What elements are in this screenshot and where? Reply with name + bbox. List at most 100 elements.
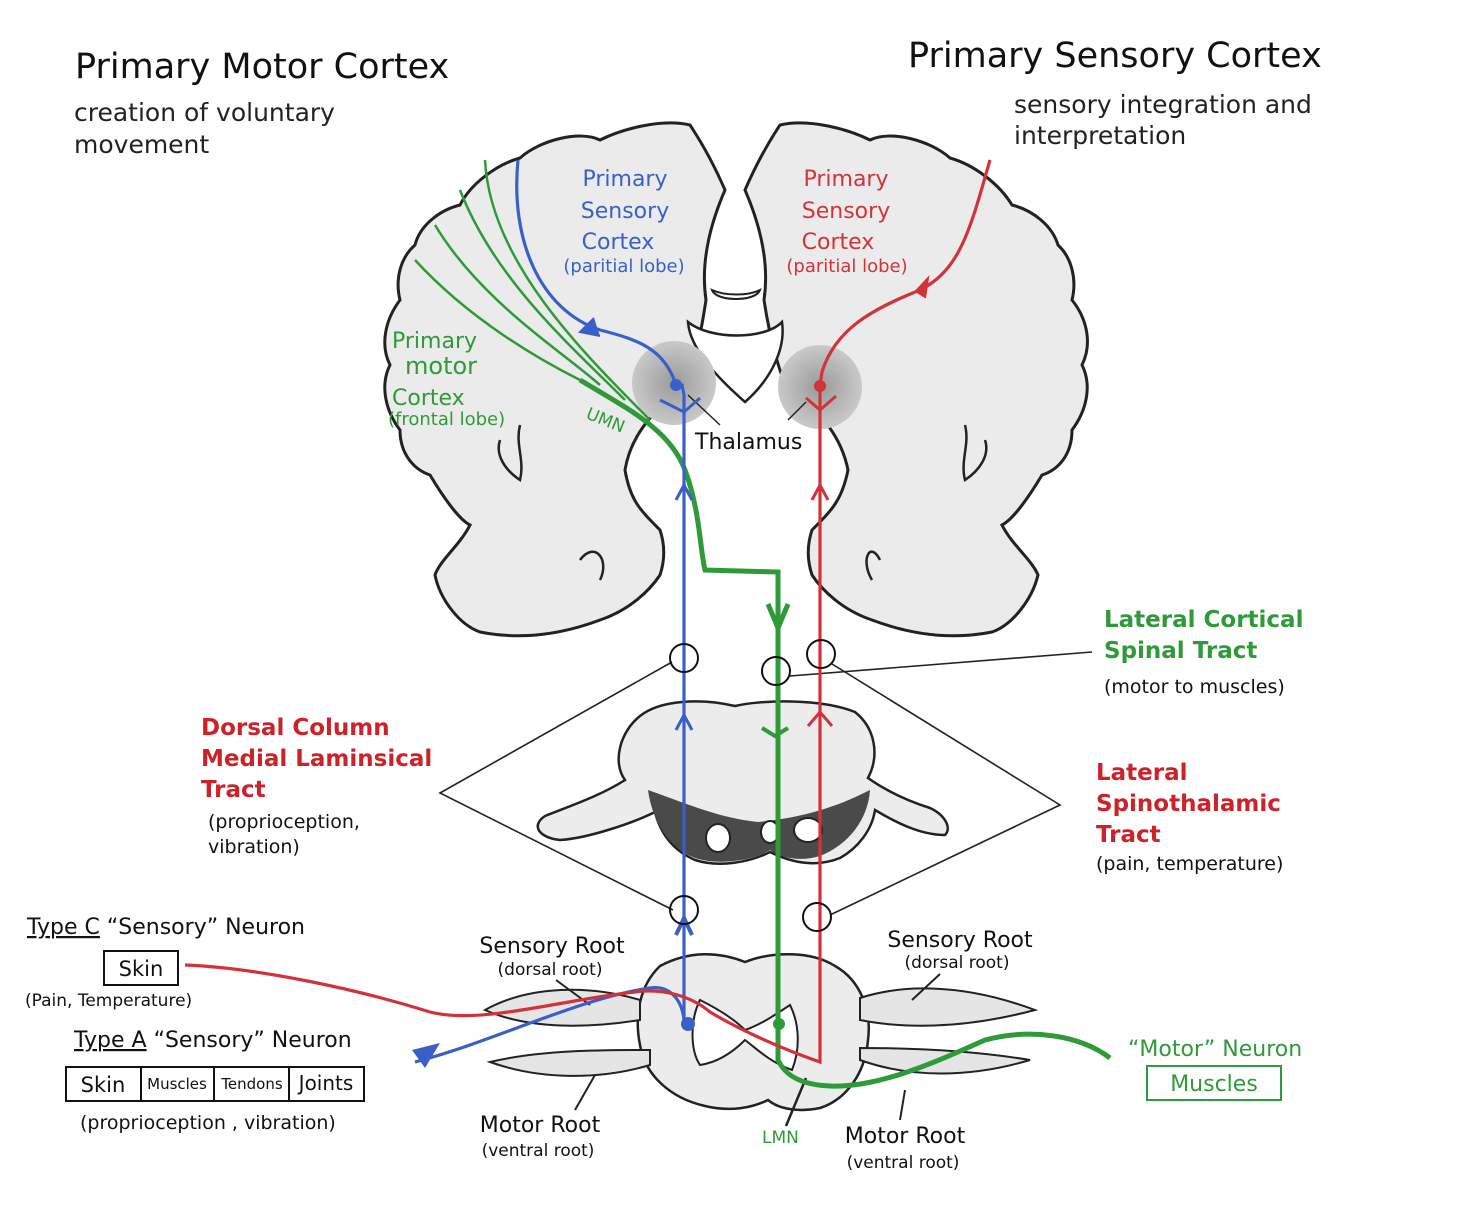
dcml-cord-synapse: [681, 1017, 695, 1031]
sensory-root-left-label: Sensory Root: [479, 934, 625, 959]
right-hemisphere: [743, 121, 1089, 638]
sensory-root-right-label: Sensory Root: [887, 928, 1033, 953]
lst-title-line2: Spinothalamic: [1096, 791, 1281, 817]
left-sensory-lobe: (paritial lobe): [563, 256, 684, 277]
type-c-description: (Pain, Temperature): [25, 991, 192, 1011]
motor-root-right-pointer: [899, 1089, 906, 1121]
left-subtitle-line2: movement: [74, 130, 209, 159]
type-a-heading: Type A “Sensory” Neuron: [73, 1028, 352, 1053]
lcst-marker-upper: [761, 656, 791, 686]
dcml-title-line3: Tract: [201, 777, 266, 803]
spinothalamic-thalamus-fork: [805, 394, 837, 412]
lst-marker-lower: [802, 902, 832, 932]
right-sensory-lobe: (paritial lobe): [786, 256, 907, 277]
lcst-arrow-1: [765, 603, 791, 635]
left-sensory-cortex-line1: Primary: [582, 167, 667, 192]
right-subtitle-line1: sensory integration and: [1014, 90, 1312, 119]
motor-root-left-label: Motor Root: [480, 1113, 601, 1138]
callout-left-diamond: [438, 661, 674, 911]
type-c-skin-label: Skin: [119, 957, 164, 981]
lcst-title-line1: Lateral Cortical: [1104, 607, 1303, 633]
dcml-arrow-cortex: [577, 317, 601, 337]
dcml-marker-upper: [669, 643, 699, 673]
spinothalamic-arrow-upper: [810, 481, 830, 501]
dcml-arrow-upper: [674, 481, 694, 501]
lcst-title-line2: Spinal Tract: [1104, 638, 1257, 664]
spinal-cord-cross-section: [536, 700, 949, 865]
dcml-description-line1: (proprioception,: [208, 811, 360, 833]
motor-neuron-legend: “Motor” Neuron Muscles: [1128, 1037, 1302, 1101]
dcml-arrow-entry: [412, 1043, 440, 1068]
lst-description: (pain, temperature): [1096, 853, 1283, 875]
thalamus-pointer-right: [787, 401, 807, 421]
sensory-root-right-pointer: [911, 973, 941, 1001]
left-subtitle-line1: creation of voluntary: [74, 98, 335, 127]
lateral-corticospinal-tract: [578, 377, 1112, 1089]
right-sulcus: [962, 424, 988, 483]
motor-cortex-line1: Primary: [392, 329, 477, 354]
type-a-suffix: “Sensory” Neuron: [147, 1028, 352, 1053]
right-dorsal-root-ganglion: [859, 987, 1039, 1027]
dcml-thalamus-synapse: [670, 379, 682, 391]
type-c-neuron: Type C “Sensory” Neuron Skin (Pain, Temp…: [25, 915, 305, 1011]
right-ventral-root: [859, 1046, 1031, 1075]
motor-fibre-4: [483, 159, 651, 421]
dcml-tract: [414, 159, 686, 1064]
thalamus-pointer-left: [687, 394, 721, 426]
motor-root-left-sub: (ventral root): [482, 1141, 595, 1161]
motor-cortex-lobe: (frontal lobe): [388, 409, 505, 430]
lst-title-line3: Tract: [1096, 822, 1161, 848]
left-sulcus-2: [579, 550, 605, 581]
dcml-arrow-lower: [674, 913, 694, 936]
type-a-box-joints: [288, 1066, 365, 1102]
lst-title-line1: Lateral: [1096, 760, 1188, 786]
right-title: Primary Sensory Cortex: [908, 36, 1322, 76]
type-a-box-tendons: [213, 1066, 290, 1102]
lmn-pointer: [784, 1077, 808, 1127]
dcml-description-line2: vibration): [208, 836, 300, 858]
type-a-description: (proprioception , vibration): [80, 1112, 336, 1134]
thalamus-label: Thalamus: [694, 430, 802, 455]
type-c-suffix: “Sensory” Neuron: [100, 915, 305, 940]
motor-root-left-pointer: [574, 1074, 596, 1111]
type-c-prefix: Type C: [26, 915, 100, 940]
spinothalamic-thalamus-synapse: [814, 380, 826, 392]
lst-marker-upper: [806, 639, 836, 669]
motor-fibre-3: [458, 189, 626, 401]
dcml-arrow-mid: [674, 711, 694, 731]
motor-cortex-line3: Cortex: [392, 386, 465, 411]
motor-neuron-heading: “Motor” Neuron: [1128, 1037, 1302, 1062]
motor-root-right-label: Motor Root: [845, 1124, 966, 1149]
right-subtitle-line2: interpretation: [1014, 121, 1186, 150]
spinothalamic-arrow-mid: [806, 709, 834, 727]
left-title: Primary Motor Cortex: [75, 47, 449, 87]
motor-fibre-2: [433, 224, 601, 386]
sensory-root-right-sub: (dorsal root): [905, 953, 1010, 973]
callout-right-diamond: [829, 663, 1062, 916]
right-sulcus-2: [865, 550, 882, 581]
motor-root-right-sub: (ventral root): [847, 1153, 960, 1173]
type-a-tendons-label: Tendons: [220, 1075, 283, 1093]
right-sensory-cortex-line3: Cortex: [802, 230, 875, 255]
motor-fibre-1: [414, 259, 581, 382]
type-a-prefix: Type A: [73, 1028, 147, 1053]
left-sensory-cortex-line2: Sensory: [581, 199, 669, 224]
left-sulcus: [497, 424, 523, 483]
brain-coronal-section: [383, 121, 1089, 638]
type-a-box-muscles: [140, 1066, 215, 1102]
dcml-thalamus-fork: [659, 396, 701, 414]
lmn-cell-body: [773, 1018, 785, 1030]
lcst-description: (motor to muscles): [1104, 676, 1285, 698]
motor-cortex-line2: motor: [405, 352, 477, 380]
motor-muscles-box: [1146, 1065, 1282, 1101]
cord-ventral-horn-left: [705, 823, 731, 853]
type-c-skin-box: [103, 950, 179, 986]
type-a-neuron: Type A “Sensory” Neuron Skin Muscles Ten…: [65, 1028, 365, 1134]
type-a-muscles-label: Muscles: [147, 1075, 207, 1093]
lcst-arrow-2: [760, 726, 790, 739]
type-a-joints-label: Joints: [297, 1071, 354, 1095]
right-sensory-cortex-line2: Sensory: [802, 199, 890, 224]
left-hemisphere: [383, 121, 727, 638]
lmn-label: LMN: [762, 1128, 799, 1148]
